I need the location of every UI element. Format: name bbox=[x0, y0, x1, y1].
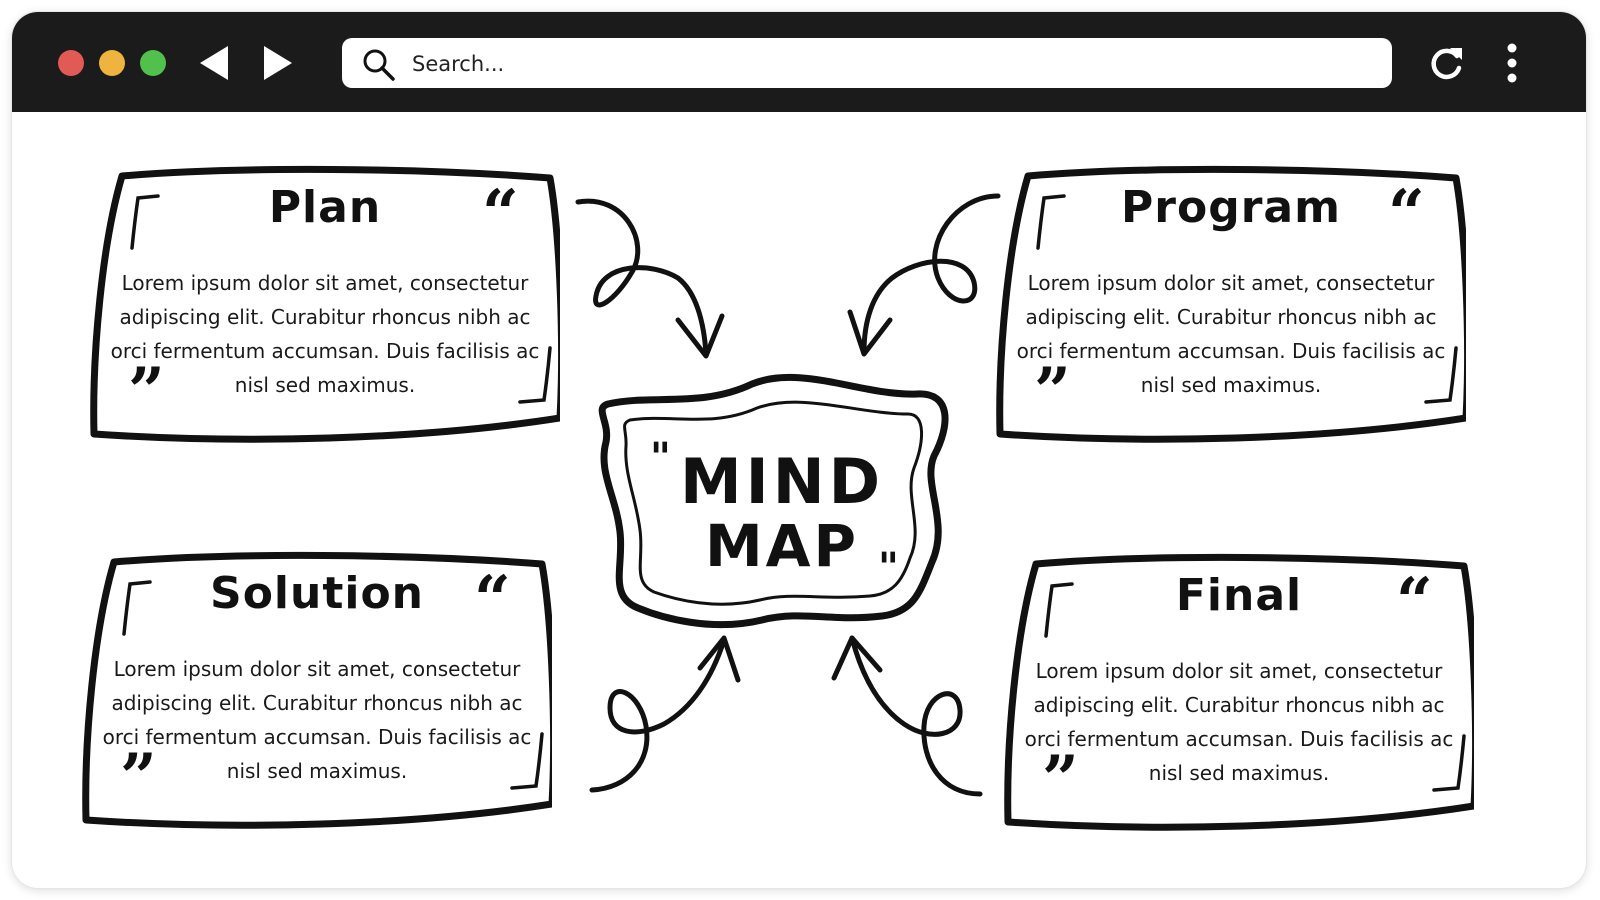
card-program: Program “ Lorem ipsum dolor sit amet, co… bbox=[996, 164, 1466, 444]
arrow-solution-to-center bbox=[589, 637, 727, 793]
search-input[interactable] bbox=[410, 46, 1374, 82]
card-body: Lorem ipsum dolor sit amet, consectetur … bbox=[1024, 659, 1454, 785]
open-quote-icon: “ bbox=[482, 176, 519, 251]
forward-arrow-icon[interactable] bbox=[260, 44, 294, 82]
close-quote-icon: ” bbox=[128, 354, 165, 429]
card-body: Lorem ipsum dolor sit amet, consectetur … bbox=[110, 271, 540, 397]
card-body: Lorem ipsum dolor sit amet, consectetur … bbox=[102, 657, 532, 783]
card-title: Final bbox=[1175, 570, 1303, 621]
open-quote-icon: “ bbox=[474, 562, 511, 637]
mind-map-connectors bbox=[575, 193, 1001, 797]
open-quote-icon: “ bbox=[1396, 564, 1433, 639]
card-body: Lorem ipsum dolor sit amet, consectetur … bbox=[1016, 271, 1446, 397]
center-open-quote: " bbox=[650, 434, 671, 481]
arrowhead-final bbox=[831, 635, 883, 681]
more-options-icon[interactable] bbox=[1502, 42, 1522, 84]
browser-toolbar bbox=[12, 12, 1586, 112]
card-final: Final “ Lorem ipsum dolor sit amet, cons… bbox=[1004, 552, 1474, 832]
card-frame bbox=[1004, 553, 1474, 831]
arrowhead-plan bbox=[675, 313, 725, 359]
mind-map-canvas: Plan “ Lorem ipsum dolor sit amet, conse… bbox=[12, 112, 1586, 888]
back-arrow-icon[interactable] bbox=[198, 44, 232, 82]
arrowhead-program bbox=[847, 309, 893, 357]
maximize-window-button[interactable] bbox=[140, 50, 166, 76]
card-plan: Plan “ Lorem ipsum dolor sit amet, conse… bbox=[90, 164, 560, 444]
center-close-quote: " bbox=[878, 544, 899, 591]
card-title: Solution bbox=[210, 568, 424, 619]
card-frame bbox=[90, 165, 560, 443]
central-topic-line1: MIND bbox=[679, 445, 885, 518]
reload-icon[interactable] bbox=[1426, 44, 1466, 84]
central-topic-line2: MAP bbox=[704, 512, 860, 580]
close-window-button[interactable] bbox=[58, 50, 84, 76]
arrow-plan-to-center bbox=[575, 198, 709, 357]
arrowhead-solution bbox=[697, 635, 741, 683]
card-title: Plan bbox=[268, 182, 382, 233]
close-quote-icon: ” bbox=[120, 740, 157, 815]
open-quote-icon: “ bbox=[1388, 176, 1425, 251]
arrow-program-to-center bbox=[861, 193, 1001, 355]
browser-window: Plan “ Lorem ipsum dolor sit amet, conse… bbox=[12, 12, 1586, 888]
center-frame bbox=[598, 373, 949, 629]
card-frame bbox=[82, 551, 552, 829]
card-title: Program bbox=[1121, 182, 1341, 233]
card-solution: Solution “ Lorem ipsum dolor sit amet, c… bbox=[82, 550, 552, 830]
central-topic: MIND MAP bbox=[652, 445, 912, 580]
search-icon bbox=[363, 49, 395, 81]
minimize-window-button[interactable] bbox=[99, 50, 125, 76]
arrow-final-to-center bbox=[849, 635, 983, 797]
close-quote-icon: ” bbox=[1042, 742, 1079, 817]
address-bar[interactable] bbox=[342, 38, 1392, 88]
card-frame bbox=[996, 165, 1466, 443]
close-quote-icon: ” bbox=[1034, 354, 1071, 429]
